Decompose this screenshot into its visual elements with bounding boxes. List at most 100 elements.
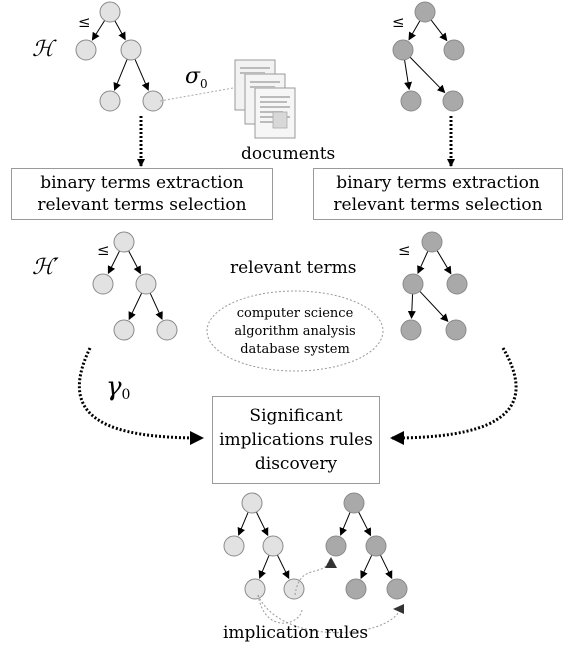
tree-edge — [149, 292, 163, 320]
tree-node — [365, 535, 387, 557]
tree-edge — [134, 58, 150, 91]
relevant-terms-label: relevant terms — [230, 258, 357, 278]
tree-node — [99, 90, 121, 112]
tree-edge — [408, 20, 421, 41]
tree-mid-right — [400, 231, 468, 341]
tree-top-left — [75, 1, 164, 112]
tree-edge — [419, 290, 449, 322]
tree-bottom-left — [223, 492, 305, 600]
tree-node — [402, 273, 424, 295]
tree-edge — [114, 20, 126, 41]
trees-layer — [75, 1, 468, 600]
tree-edge — [258, 555, 270, 579]
tree-node — [443, 39, 465, 61]
tree-node — [113, 319, 135, 341]
tree-edge — [128, 250, 141, 275]
tree-node — [325, 535, 347, 557]
sigma-subscript: 0 — [200, 77, 208, 91]
tree-edge — [409, 56, 446, 94]
sigma-label: σ0 — [185, 64, 208, 91]
tree-edge — [436, 250, 452, 275]
leq-mid-left: ≤ — [97, 241, 110, 259]
box-line: binary terms extraction — [336, 173, 540, 193]
implication-arrowhead-1 — [325, 557, 337, 568]
documents-icon — [234, 59, 296, 139]
term-item: algorithm analysis — [234, 324, 356, 339]
implication-arrowhead-2 — [393, 604, 404, 614]
tree-node — [75, 39, 97, 61]
tree-edge — [107, 250, 120, 275]
tree-edge — [276, 554, 290, 580]
discovery-box: Significant implications rules discovery — [212, 396, 380, 484]
implication-rules-label: implication rules — [223, 623, 369, 643]
tree-node — [386, 578, 408, 600]
tree-node — [445, 319, 467, 341]
tree-edge — [404, 59, 413, 91]
right-extraction-box: binary terms extraction relevant terms s… — [313, 168, 563, 220]
implication-link-3 — [257, 594, 401, 633]
box-line: implications rules — [219, 430, 373, 450]
tree-node — [283, 578, 305, 600]
tree-node — [262, 535, 284, 557]
tree-node — [135, 273, 157, 295]
tree-edge — [358, 511, 371, 537]
tree-node — [223, 535, 245, 557]
terms-list: computer science algorithm analysis data… — [207, 305, 383, 359]
leq-top-left: ≤ — [78, 13, 91, 31]
implication-link-1 — [257, 594, 303, 624]
tree-node — [400, 319, 422, 341]
box-line: Significant — [249, 406, 343, 426]
tree-edge — [379, 554, 393, 580]
box-line: relevant terms selection — [37, 195, 247, 215]
tree-node — [92, 273, 114, 295]
tree-edge — [255, 511, 269, 537]
tree-node — [113, 231, 135, 253]
tree-node — [421, 231, 443, 253]
tree-node — [241, 492, 263, 514]
tree-node — [400, 90, 422, 112]
tree-edge — [360, 554, 373, 580]
tree-edge — [91, 20, 106, 41]
tree-bottom-right — [325, 492, 408, 600]
tree-node — [343, 492, 365, 514]
leq-top-right: ≤ — [392, 13, 405, 31]
tree-node — [142, 90, 164, 112]
tree-node — [99, 1, 121, 23]
tree-mid-left — [92, 231, 178, 341]
h-prime-label: ℋ′ — [32, 255, 59, 280]
gamma-label: γ0 — [106, 372, 130, 403]
tree-node — [442, 90, 464, 112]
tree-node — [392, 39, 414, 61]
tree-edge — [339, 512, 351, 536]
gamma-symbol: γ — [106, 372, 122, 402]
box-line: relevant terms selection — [333, 195, 543, 215]
h-label: ℋ — [32, 37, 54, 62]
sigma-link — [159, 87, 234, 102]
tree-node — [156, 319, 178, 341]
terms-ellipse — [206, 290, 384, 372]
tree-top-right — [392, 1, 465, 112]
sigma-symbol: σ — [185, 64, 201, 89]
box-line: discovery — [254, 454, 338, 474]
tree-edge — [113, 59, 128, 91]
gamma-subscript: 0 — [121, 387, 131, 403]
tree-node — [446, 273, 468, 295]
tree-node — [345, 578, 367, 600]
tree-edge — [430, 19, 448, 42]
leq-mid-right: ≤ — [398, 241, 411, 259]
tree-node — [414, 1, 436, 23]
tree-edge — [237, 512, 249, 536]
right-curved-arrow — [390, 347, 518, 445]
term-item: database system — [240, 342, 350, 357]
left-extraction-box: binary terms extraction relevant terms s… — [11, 168, 273, 220]
tree-edge — [407, 293, 416, 320]
term-item: computer science — [236, 306, 354, 321]
left-curved-arrow — [77, 347, 204, 445]
box-line: binary terms extraction — [40, 173, 244, 193]
tree-node — [244, 578, 266, 600]
tree-edge — [417, 250, 429, 274]
tree-node — [120, 39, 142, 61]
documents-label: documents — [241, 144, 336, 164]
tree-edge — [128, 292, 143, 321]
